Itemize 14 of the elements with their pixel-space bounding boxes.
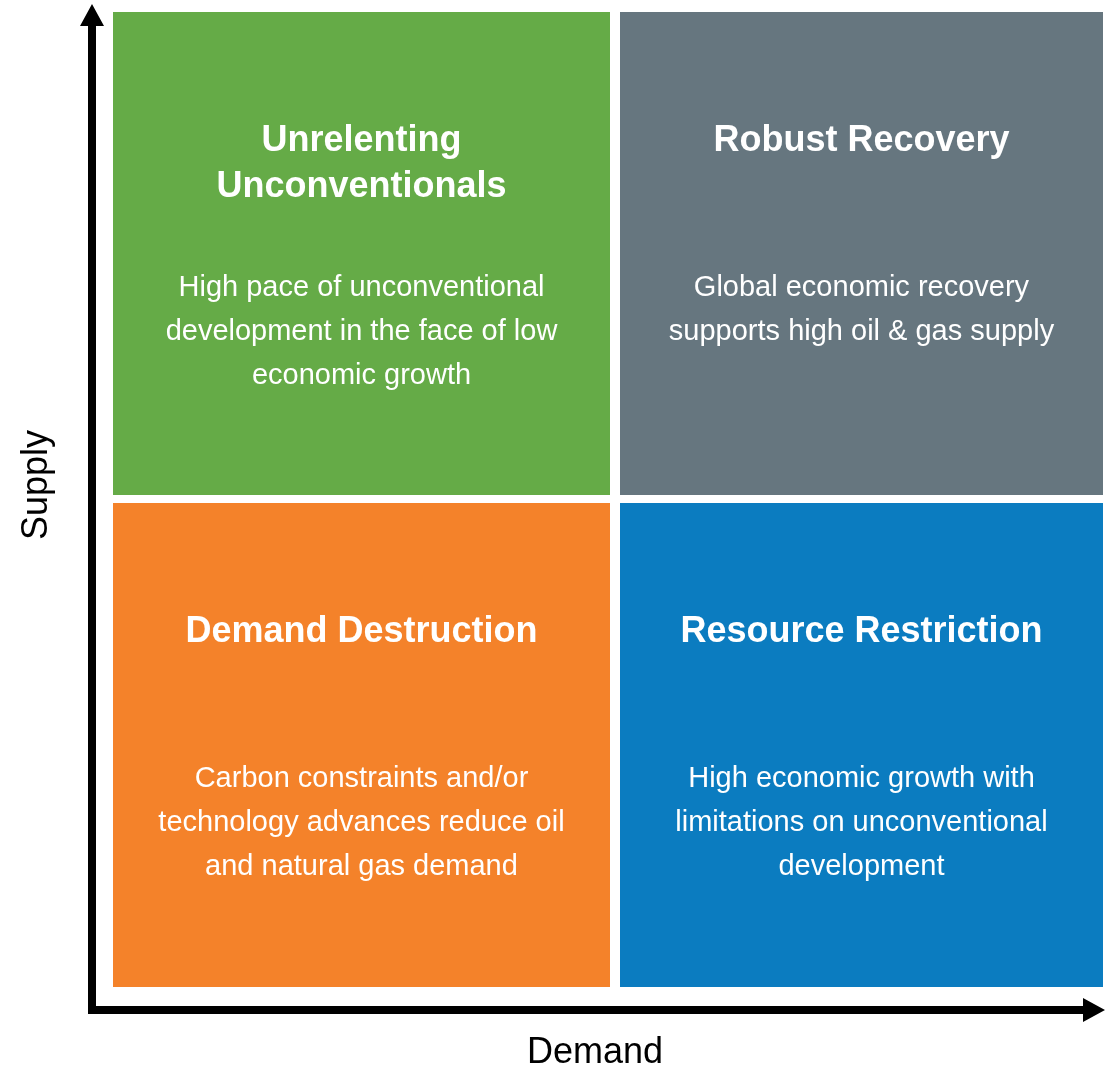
quadrant-panel — [113, 503, 610, 987]
quadrant-panel — [113, 12, 610, 495]
quadrant-description: Global economic recovery supports high oil & gas supply — [667, 269, 1056, 348]
quadrant-description: High pace of unconventional development in the face of low economic growth — [164, 269, 559, 392]
quadrant-title: Resource Restriction — [679, 608, 1044, 652]
axis-label: Supply — [14, 430, 56, 541]
quadrant-title: Robust Recovery — [712, 117, 1011, 161]
quadrant-description: High economic growth with limitations on unconventional development — [674, 760, 1049, 883]
quadrant-panel — [620, 503, 1103, 987]
quadrant-title: Demand Destruction — [184, 608, 539, 652]
quadrant-title: Unrelenting Unconventionals — [215, 117, 508, 207]
quadrant-description: Carbon constraints and/or technology advances reduce oil and natural gas demand — [157, 760, 566, 883]
axis-label: Demand — [527, 1030, 664, 1072]
quadrant-panel — [620, 12, 1103, 495]
